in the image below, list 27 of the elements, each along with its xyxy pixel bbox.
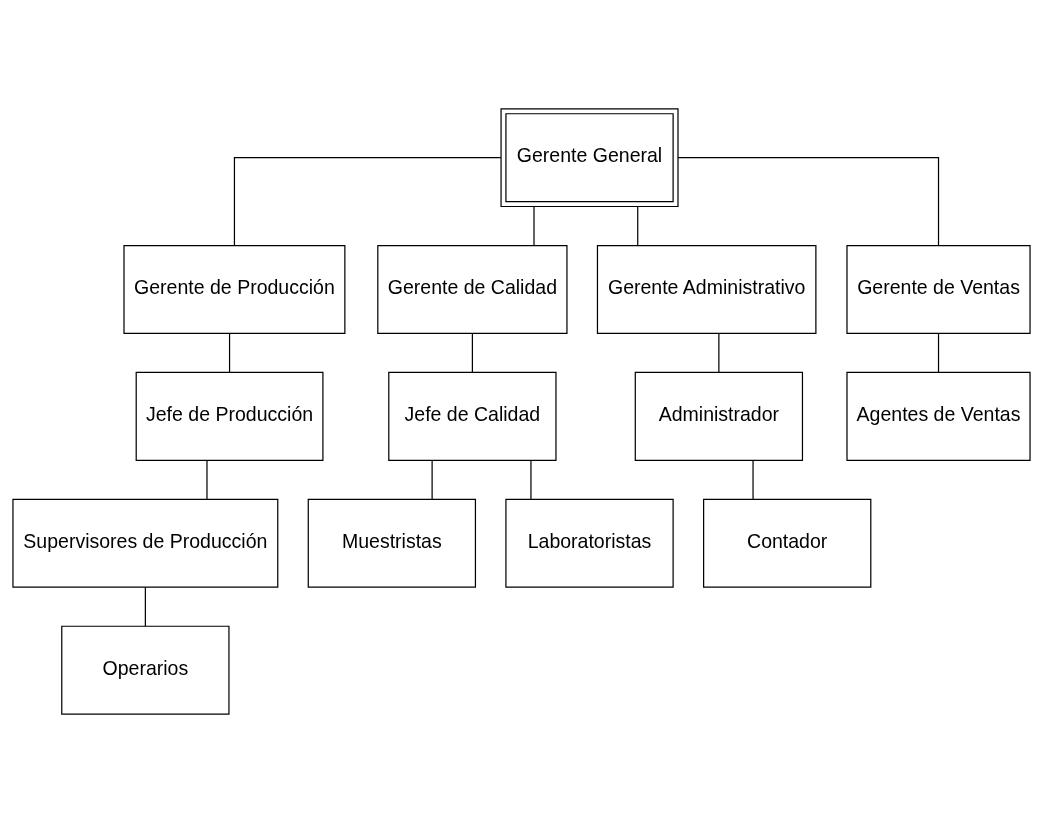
node-box: Laboratoristas [505, 498, 674, 588]
connector [677, 157, 940, 246]
connector [228, 332, 231, 374]
connector [233, 157, 502, 246]
connector [533, 206, 535, 246]
node-box: Muestristas [307, 498, 477, 588]
node-box: Gerente de Ventas [846, 244, 1031, 334]
node-box: Supervisores de Producción [12, 498, 279, 588]
connector [752, 459, 754, 500]
node-box: Gerente General [500, 108, 679, 208]
node-box: Jefe de Producción [135, 371, 324, 461]
node-box: Administrador [634, 371, 804, 461]
connector [718, 332, 720, 374]
connector [471, 332, 473, 374]
connector [530, 459, 532, 500]
connector [144, 586, 146, 627]
node-box: Gerente de Producción [123, 244, 346, 334]
node-box: Gerente de Calidad [377, 244, 568, 334]
node-box: Jefe de Calidad [388, 371, 557, 461]
node-box: Agentes de Ventas [846, 371, 1031, 461]
node-box: Operarios [61, 625, 230, 715]
node-box: Gerente Administrativo [596, 244, 817, 334]
connector [206, 459, 208, 500]
connector [431, 459, 433, 500]
connector [637, 206, 639, 246]
node-box: Contador [703, 498, 872, 588]
connector [937, 332, 940, 374]
